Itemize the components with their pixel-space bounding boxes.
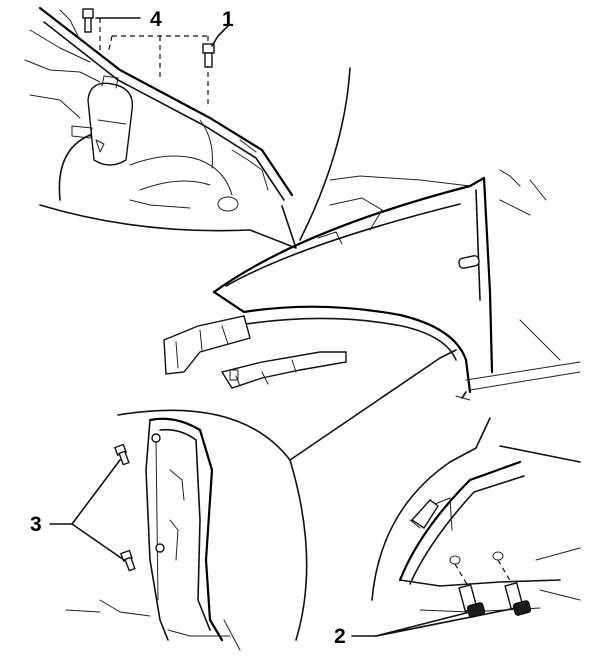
fender-main	[163, 169, 581, 401]
callout-4-label: 4	[150, 8, 162, 31]
bolt-3-lower	[119, 549, 136, 572]
callout-1-label: 1	[222, 8, 234, 31]
bolt-2-left	[458, 583, 486, 618]
bolt-3-upper	[113, 443, 130, 466]
callout-3-label: 3	[30, 513, 42, 536]
callout-4: 4	[95, 8, 162, 31]
callout-3: 3	[30, 459, 125, 561]
callout-1: 1	[211, 8, 234, 47]
inset-top-left	[24, 6, 351, 249]
callout-2-label: 2	[334, 625, 346, 648]
inset-bottom-left	[65, 349, 457, 651]
inset-bottom-right	[371, 417, 581, 618]
callout-2: 2	[334, 607, 517, 648]
bolt-2-right	[504, 581, 532, 616]
